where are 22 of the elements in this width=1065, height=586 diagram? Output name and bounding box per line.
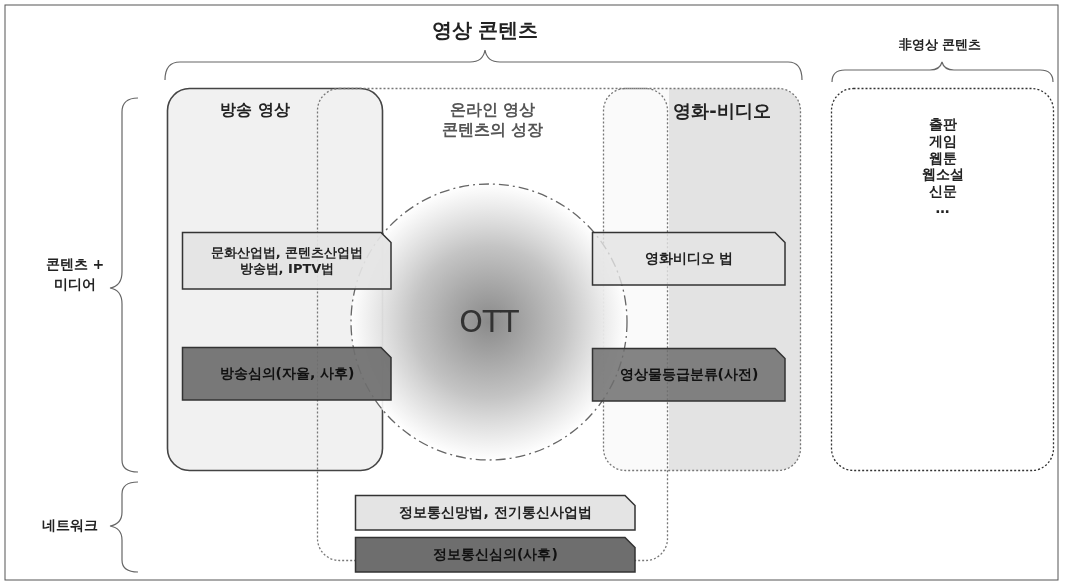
group-heading: 非영상 콘텐츠 bbox=[897, 36, 983, 54]
panel-heading: 온라인 영상 콘텐츠의 성장 bbox=[440, 99, 545, 140]
law-text: 방송심의(자율, 사후) bbox=[219, 365, 355, 383]
panel-heading: 영화-비디오 bbox=[672, 99, 771, 123]
law-text: 정보통신망법, 전기통신사업법 bbox=[399, 504, 592, 522]
category-item: 신문 bbox=[928, 183, 957, 200]
law-text: 영상물등급분류(사전) bbox=[619, 366, 759, 384]
review-box bbox=[355, 537, 636, 573]
group-heading: 영상 콘텐츠 bbox=[430, 17, 540, 44]
category-item: 게임 bbox=[928, 132, 957, 150]
panel-heading: 방송 영상 bbox=[220, 99, 291, 120]
layer-label: 네트워크 bbox=[41, 516, 99, 535]
category-item: 출판 bbox=[928, 116, 957, 133]
law-text: 영화비디오 법 bbox=[644, 250, 734, 268]
law-text: 문화산업법, 콘텐츠산업법 방송법, IPTV법 bbox=[209, 244, 365, 278]
category-item: 웹소설 bbox=[921, 166, 964, 184]
layer-label: 콘텐츠 + 미디어 bbox=[44, 255, 106, 294]
category-item: 웹툰 bbox=[928, 149, 957, 167]
law-text: 정보통신심의(사후) bbox=[433, 546, 558, 564]
category-item: … bbox=[935, 200, 950, 217]
ott-label: OTT bbox=[459, 303, 519, 341]
category-panel bbox=[831, 88, 1054, 471]
